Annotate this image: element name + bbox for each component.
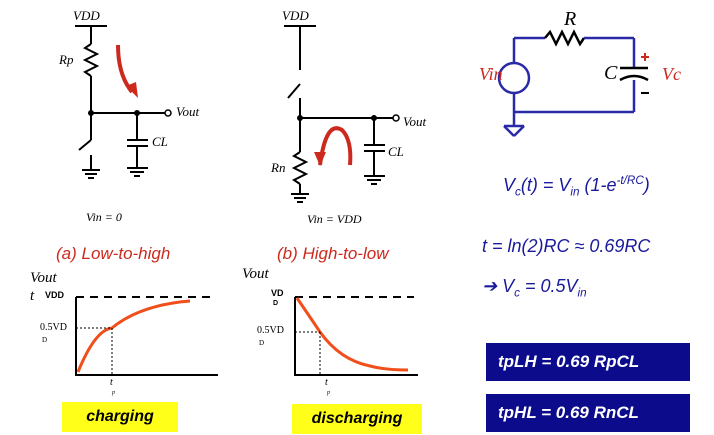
- equation-t: t = ln(2)RC ≈ 0.69RC: [482, 236, 651, 256]
- cl-label-b: CL: [388, 144, 404, 159]
- graph-b-top-sub: D: [273, 300, 279, 307]
- graph-b-t-sub: p: [327, 390, 330, 396]
- cl-label-a: CL: [152, 134, 168, 149]
- vin-label-a: Vin = 0: [86, 210, 122, 224]
- graph-a-half-label: 0.5VD: [40, 322, 67, 333]
- rc-c-label: C: [604, 62, 618, 84]
- equation-vc: Vc(t) = Vin (1-e-t/RC): [503, 174, 650, 199]
- vin-label-b: Vin = VDD: [307, 212, 362, 226]
- graph-b-half-sub: D: [259, 339, 265, 347]
- graph-a-half-sub: D: [42, 336, 48, 344]
- graph-a-top-label: VDD: [45, 290, 65, 300]
- graph-a-ylabel: Vout: [30, 270, 57, 286]
- vout-label-b: Vout: [403, 114, 427, 129]
- graph-a-ylabel-t: t: [30, 288, 35, 304]
- graph-b-top-label: VD: [271, 288, 284, 298]
- graph-b-half-label: 0.5VD: [257, 325, 284, 336]
- caption-b: (b) High-to-low: [277, 244, 389, 263]
- caption-a: (a) Low-to-high: [56, 244, 171, 263]
- vout-label-a: Vout: [176, 104, 200, 119]
- equation-vc-half: ➔ Vc = 0.5Vin: [482, 276, 587, 300]
- graph-a: [75, 296, 218, 376]
- graph-b: [294, 296, 418, 376]
- circuit-b: [284, 25, 396, 203]
- tplh-result: tpLH = 0.69 RpCL: [486, 343, 690, 381]
- rp-label: Rp: [59, 52, 74, 67]
- graph-b-t-label: t: [325, 377, 328, 388]
- graph-a-t-label: t: [110, 377, 113, 388]
- vdd-label-b: VDD: [282, 8, 309, 23]
- rc-r-label: R: [564, 8, 577, 30]
- charging-badge: charging: [62, 402, 178, 432]
- rc-vc-label: Vc: [662, 64, 681, 84]
- graph-b-ylabel: Vout: [242, 266, 269, 282]
- discharging-badge: discharging: [292, 404, 422, 434]
- circuit-a: [75, 25, 168, 179]
- rn-label: Rn: [271, 160, 286, 175]
- rc-circuit: [503, 29, 649, 137]
- graph-a-t-sub: p: [112, 390, 115, 396]
- tphl-result: tpHL = 0.69 RnCL: [486, 394, 690, 432]
- vdd-label-a: VDD: [73, 8, 100, 23]
- rc-vin-label: Vin: [479, 64, 503, 84]
